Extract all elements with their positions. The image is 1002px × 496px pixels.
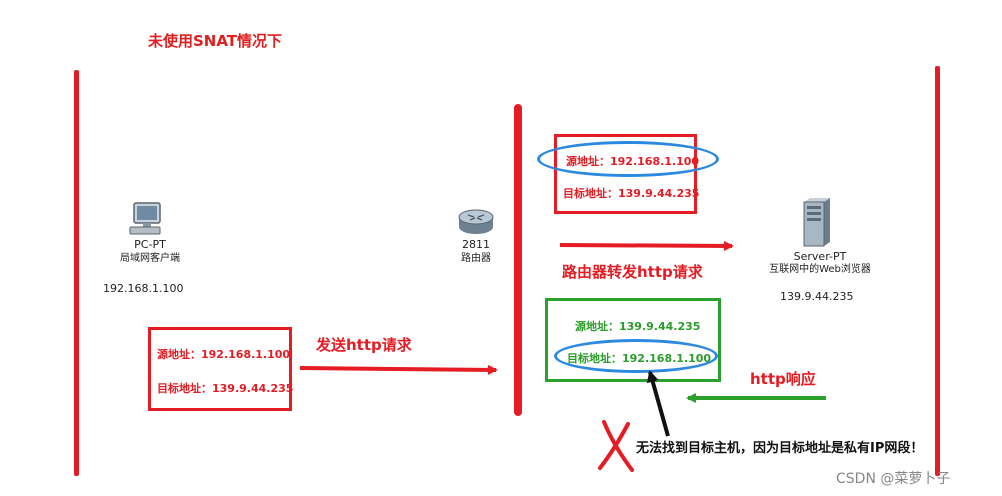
forwarded-packet-src: 源地址：192.168.1.100 <box>566 153 699 169</box>
pc-icon <box>128 202 164 236</box>
dst-value: 139.9.44.235 <box>618 187 700 200</box>
forwarded-packet-box <box>554 134 697 214</box>
source-highlight-oval <box>537 141 719 177</box>
dst-value: 192.168.1.100 <box>622 352 712 365</box>
src-value: 192.168.1.100 <box>610 155 700 168</box>
router-icon <box>456 208 496 236</box>
left-boundary-line <box>74 70 79 476</box>
dst-label: 目标地址： <box>157 382 212 395</box>
http-response-label: http响应 <box>750 370 816 388</box>
router-boundary-line <box>514 104 522 416</box>
forwarded-packet-dst: 目标地址：139.9.44.235 <box>563 185 699 201</box>
client-packet-dst: 目标地址：139.9.44.235 <box>157 380 293 396</box>
pc-name: PC-PT <box>134 238 166 251</box>
dst-value: 139.9.44.235 <box>212 382 294 395</box>
send-request-label: 发送http请求 <box>316 336 412 354</box>
server-ip: 139.9.44.235 <box>780 290 854 303</box>
forward-request-label: 路由器转发http请求 <box>562 263 703 281</box>
dst-label: 目标地址： <box>567 352 622 365</box>
send-arrow <box>299 364 498 375</box>
src-value: 192.168.1.100 <box>201 348 291 361</box>
router-model: 2811 <box>462 238 490 251</box>
response-packet-box <box>545 298 721 382</box>
diagram-title: 未使用SNAT情况下 <box>148 32 283 50</box>
cross-icon <box>598 420 634 472</box>
pc-desc: 局域网客户端 <box>120 253 180 264</box>
server-name: Server-PT <box>793 250 847 263</box>
dst-label: 目标地址： <box>563 187 618 200</box>
watermark: CSDN @菜萝卜子 <box>836 471 951 487</box>
pc-ip: 192.168.1.100 <box>103 282 184 295</box>
client-packet-box <box>148 327 292 411</box>
src-label: 源地址： <box>575 320 619 333</box>
router-desc: 路由器 <box>461 253 491 264</box>
src-value: 139.9.44.235 <box>619 320 701 333</box>
response-packet-src: 源地址：139.9.44.235 <box>575 318 700 334</box>
right-boundary-line <box>935 66 940 476</box>
server-icon <box>796 196 832 248</box>
src-label: 源地址： <box>566 155 610 168</box>
failure-note: 无法找到目标主机，因为目标地址是私有IP网段！ <box>636 441 924 456</box>
failure-pointer-arrow <box>646 370 670 437</box>
destination-highlight-oval <box>554 339 718 373</box>
server-desc: 互联网中的Web浏览器 <box>769 264 871 275</box>
response-packet-dst: 目标地址：192.168.1.100 <box>567 350 711 366</box>
src-label: 源地址： <box>157 348 201 361</box>
forward-arrow <box>559 240 734 251</box>
client-packet-src: 源地址：192.168.1.100 <box>157 346 290 362</box>
